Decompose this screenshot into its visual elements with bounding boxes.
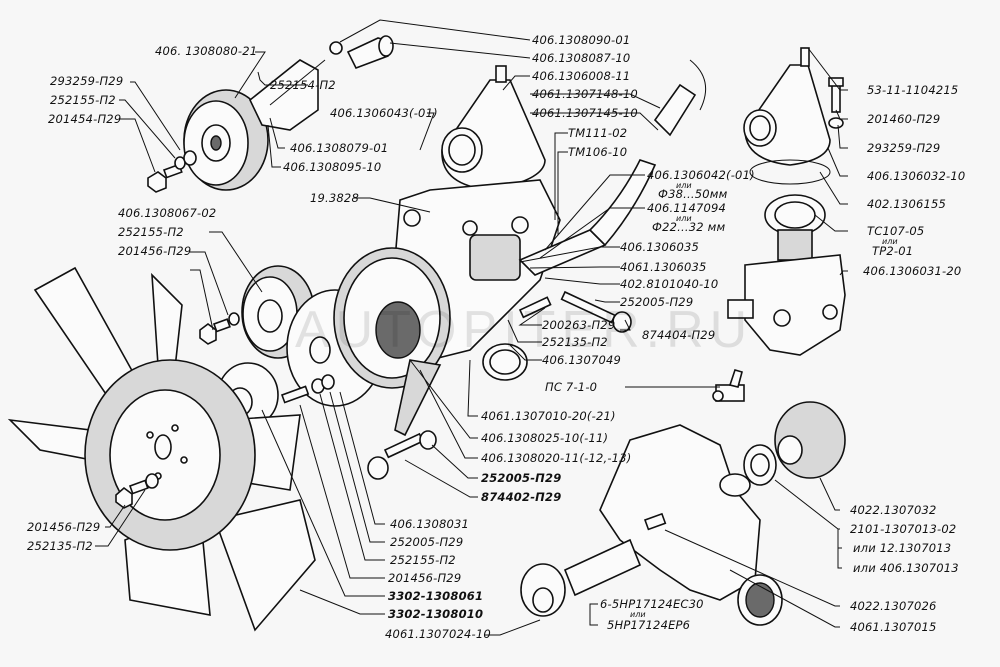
label-406-1308079-01: 406.1308079-01 [290,141,389,155]
pump-bearing-seal [743,444,777,486]
fan-clutch-pulley [333,247,451,389]
label-252005-p29-b: 252005-П29 [481,471,562,485]
label-53-11-1104215: 53-11-1104215 [867,83,959,97]
label-4061-1307145-10: 4061.1307145-10 [532,106,638,120]
label-ps-7-1-0: ПС 7-1-0 [545,380,598,394]
label-19-3828: 19.3828 [310,191,359,205]
label-402-8101040-10: 402.8101040-10 [620,277,719,291]
label-252155-p2-c: 252155-П2 [390,553,456,567]
label-406-1308020-11: 406.1308020-11(-12,-13) [481,451,632,465]
label-406-1306042: 406.1306042(-01) [647,168,755,182]
label-406-1306031-20: 406.1306031-20 [863,264,962,278]
label-406-1308090-01: 406.1308090-01 [532,33,631,47]
idler-pulley-top [183,89,269,191]
bolt-200263 [518,296,552,319]
bolt-201454 [147,150,197,193]
thermostat [764,194,826,261]
bolt-252005-874404 [560,290,632,333]
label-4061-1307015: 4061.1307015 [850,620,937,634]
label-874404-p29: 874404-П29 [642,328,716,342]
label-200263-p29: 200263-П29 [542,318,616,332]
hoses [518,59,707,276]
label-406-1306035: 406.1306035 [620,240,700,254]
bolt-201460 [828,77,844,129]
label-406-1308031: 406.1308031 [390,517,470,531]
label-293259-p29-b: 293259-П29 [867,141,941,155]
label-406-1308087-10: 406.1308087-10 [532,51,631,65]
tensioner-bracket [249,35,394,131]
label-or-3: или [882,237,898,246]
label-4061-1307024-10: 4061.1307024-10 [385,627,491,641]
label-4022-1307032: 4022.1307032 [850,503,937,517]
label-406-1308025-10: 406.1308025-10(-11) [481,431,609,445]
bolt-201456-fan [115,473,159,509]
label-406-1308095-10: 406.1308095-10 [283,160,382,174]
watermark: AUTOPITER.RU [295,301,754,359]
label-406-1306032-10: 406.1306032-10 [867,169,966,183]
label-3302-1308010: 3302-1308010 [388,607,484,621]
thermostat-housing [727,254,846,356]
label-tp2-01: ТР2-01 [872,244,914,258]
label-406-1308080-21: 406. 1308080-21 [155,44,258,58]
label-4022-1307026: 4022.1307026 [850,599,937,613]
label-201456-p29-a: 201456-П29 [118,244,192,258]
bolt-201456-upper [199,312,240,345]
label-252135-p2-a: 252135-П2 [542,335,608,349]
label-6-5hp17124ec30: 6-5НР17124ЕС30 [600,597,704,611]
label-4061-1306035: 4061.1306035 [620,260,707,274]
label-406-1308067-02: 406.1308067-02 [118,206,217,220]
label-406-1147094: 406.1147094 [647,201,727,215]
label-3302-1308061: 3302-1308061 [388,589,484,603]
leader-lines [95,19,848,636]
label-or-12-1307013: или 12.1307013 [853,541,952,555]
label-252005-p29-a: 252005-П29 [620,295,694,309]
sensor-ps710 [712,369,745,402]
label-406-1306043: 406.1306043(-01) [330,106,438,120]
label-201456-p29-c: 201456-П29 [27,520,101,534]
label-or-4: или [630,610,646,619]
label-402-1306155: 402.1306155 [867,197,947,211]
label-d38-50: Ф38...50мм [658,187,728,201]
label-4061-1307010-20: 4061.1307010-20(-21) [481,409,616,423]
label-252155-p2: 252155-П2 [50,93,116,107]
label-293259-p29: 293259-П29 [50,74,124,88]
label-5hp17124ep6: 5НР17124ЕР6 [607,618,691,632]
thermostat-cover-center [441,65,546,191]
label-252154-p2: 252154-П2 [270,78,336,92]
label-tm111-02: ТМ111-02 [568,126,628,140]
impeller [774,401,846,479]
label-or-406-1307013: или 406.1307013 [853,561,959,575]
pump-shaft [520,538,642,617]
label-874402-p29: 874402-П29 [481,490,562,504]
label-or-1: или [676,181,692,190]
bolt-874402 [367,430,437,480]
label-406-1306008-11: 406.1306008-11 [532,69,631,83]
label-201454-p29: 201454-П29 [48,112,122,126]
fan [7,266,316,632]
belt [394,359,442,437]
label-252155-p2-b: 252155-П2 [118,225,184,239]
label-4061-1307148-10: 4061.1307148-10 [532,87,638,101]
label-d22-32: Ф22...32 мм [652,220,726,234]
label-201456-p29-b: 201456-П29 [388,571,462,585]
label-or-2: или [676,214,692,223]
label-2101-1307013-02: 2101-1307013-02 [850,522,957,536]
label-201460-p29: 201460-П29 [867,112,941,126]
label-tm106-10: ТМ106-10 [568,145,628,159]
label-406-1307049: 406.1307049 [542,353,622,367]
thermostat-cover-right [743,47,831,185]
label-tc107-05: ТС107-05 [867,224,925,238]
label-252005-p29-c: 252005-П29 [390,535,464,549]
pump-body-bottom [599,424,783,626]
label-252135-p2-b: 252135-П2 [27,539,93,553]
